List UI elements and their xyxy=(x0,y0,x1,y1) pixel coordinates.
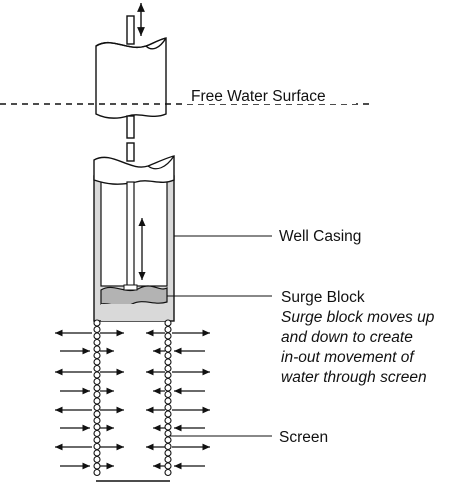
screen-bead-right xyxy=(164,351,172,360)
screen-bead-right xyxy=(164,332,172,340)
well-screen xyxy=(93,319,172,477)
screen-bead-right xyxy=(164,468,172,477)
screen-bead-left xyxy=(93,332,101,340)
surge-note-line-3: in-out movement of xyxy=(281,349,415,366)
upper-casing-body xyxy=(95,37,167,119)
screen-bead-left xyxy=(93,462,101,470)
screen-bead-left xyxy=(93,449,101,457)
surge-block-fitting xyxy=(123,284,138,291)
screen-bead-right xyxy=(164,345,172,353)
surge-rod-top xyxy=(126,15,135,45)
screen-bead-left xyxy=(93,397,101,405)
screen-bead-right xyxy=(164,371,172,379)
screen-bead-right xyxy=(164,423,172,431)
screen-label: Screen xyxy=(279,429,328,446)
screen-bead-left xyxy=(93,423,101,431)
screen-bead-right xyxy=(164,390,172,399)
screen-bead-right xyxy=(164,462,172,470)
screen-bead-left xyxy=(93,416,101,425)
screen-bead-right xyxy=(164,364,172,373)
screen-bead-left xyxy=(93,371,101,379)
surge-note-line-4: water through screen xyxy=(281,369,427,386)
screen-bead-left xyxy=(93,429,101,438)
surge-note-line-1: Surge block moves up xyxy=(281,309,435,326)
screen-bead-left xyxy=(93,455,101,464)
screen-bead-right xyxy=(164,416,172,425)
free-water-surface-label: Free Water Surface xyxy=(191,88,326,105)
screen-bead-left xyxy=(93,351,101,360)
surge-rod-mid xyxy=(126,115,135,139)
screen-bead-left xyxy=(93,319,101,327)
screen-bead-left xyxy=(93,410,101,418)
screen-bead-right xyxy=(164,358,172,366)
surge-block-label: Surge Block xyxy=(281,289,365,306)
screen-bead-right xyxy=(164,410,172,418)
surge-rod-inner xyxy=(126,181,135,287)
screen-bead-right xyxy=(164,384,172,392)
screen-bead-right xyxy=(164,377,172,386)
well-casing-label: Well Casing xyxy=(279,228,361,245)
screen-bead-left xyxy=(93,345,101,353)
screen-bead-right xyxy=(164,397,172,405)
surge-note-line-2: and down to create xyxy=(281,329,413,346)
screen-bead-left xyxy=(93,358,101,366)
lower-casing-section xyxy=(93,142,175,322)
screen-bead-left xyxy=(93,442,101,451)
screen-bead-right xyxy=(164,338,172,347)
screen-bead-right xyxy=(164,455,172,464)
screen-bead-left xyxy=(93,403,101,412)
screen-bead-left xyxy=(93,325,101,334)
screen-bead-left xyxy=(93,364,101,373)
upper-casing-section xyxy=(95,3,167,139)
screen-bead-right xyxy=(164,442,172,451)
screen-bead-left xyxy=(93,468,101,477)
screen-bead-right xyxy=(164,449,172,457)
lower-casing-top xyxy=(93,155,175,185)
water-label-bg xyxy=(184,84,356,104)
screen-bead-right xyxy=(164,403,172,412)
screen-bead-left xyxy=(93,390,101,399)
flow-arrows xyxy=(55,329,210,470)
screen-bead-left xyxy=(93,436,101,444)
screen-bead-left xyxy=(93,377,101,386)
screen-bead-left xyxy=(93,338,101,347)
screen-bead-right xyxy=(164,325,172,334)
screen-bead-left xyxy=(93,384,101,392)
screen-bead-right xyxy=(164,319,172,327)
screen-bead-right xyxy=(164,436,172,444)
